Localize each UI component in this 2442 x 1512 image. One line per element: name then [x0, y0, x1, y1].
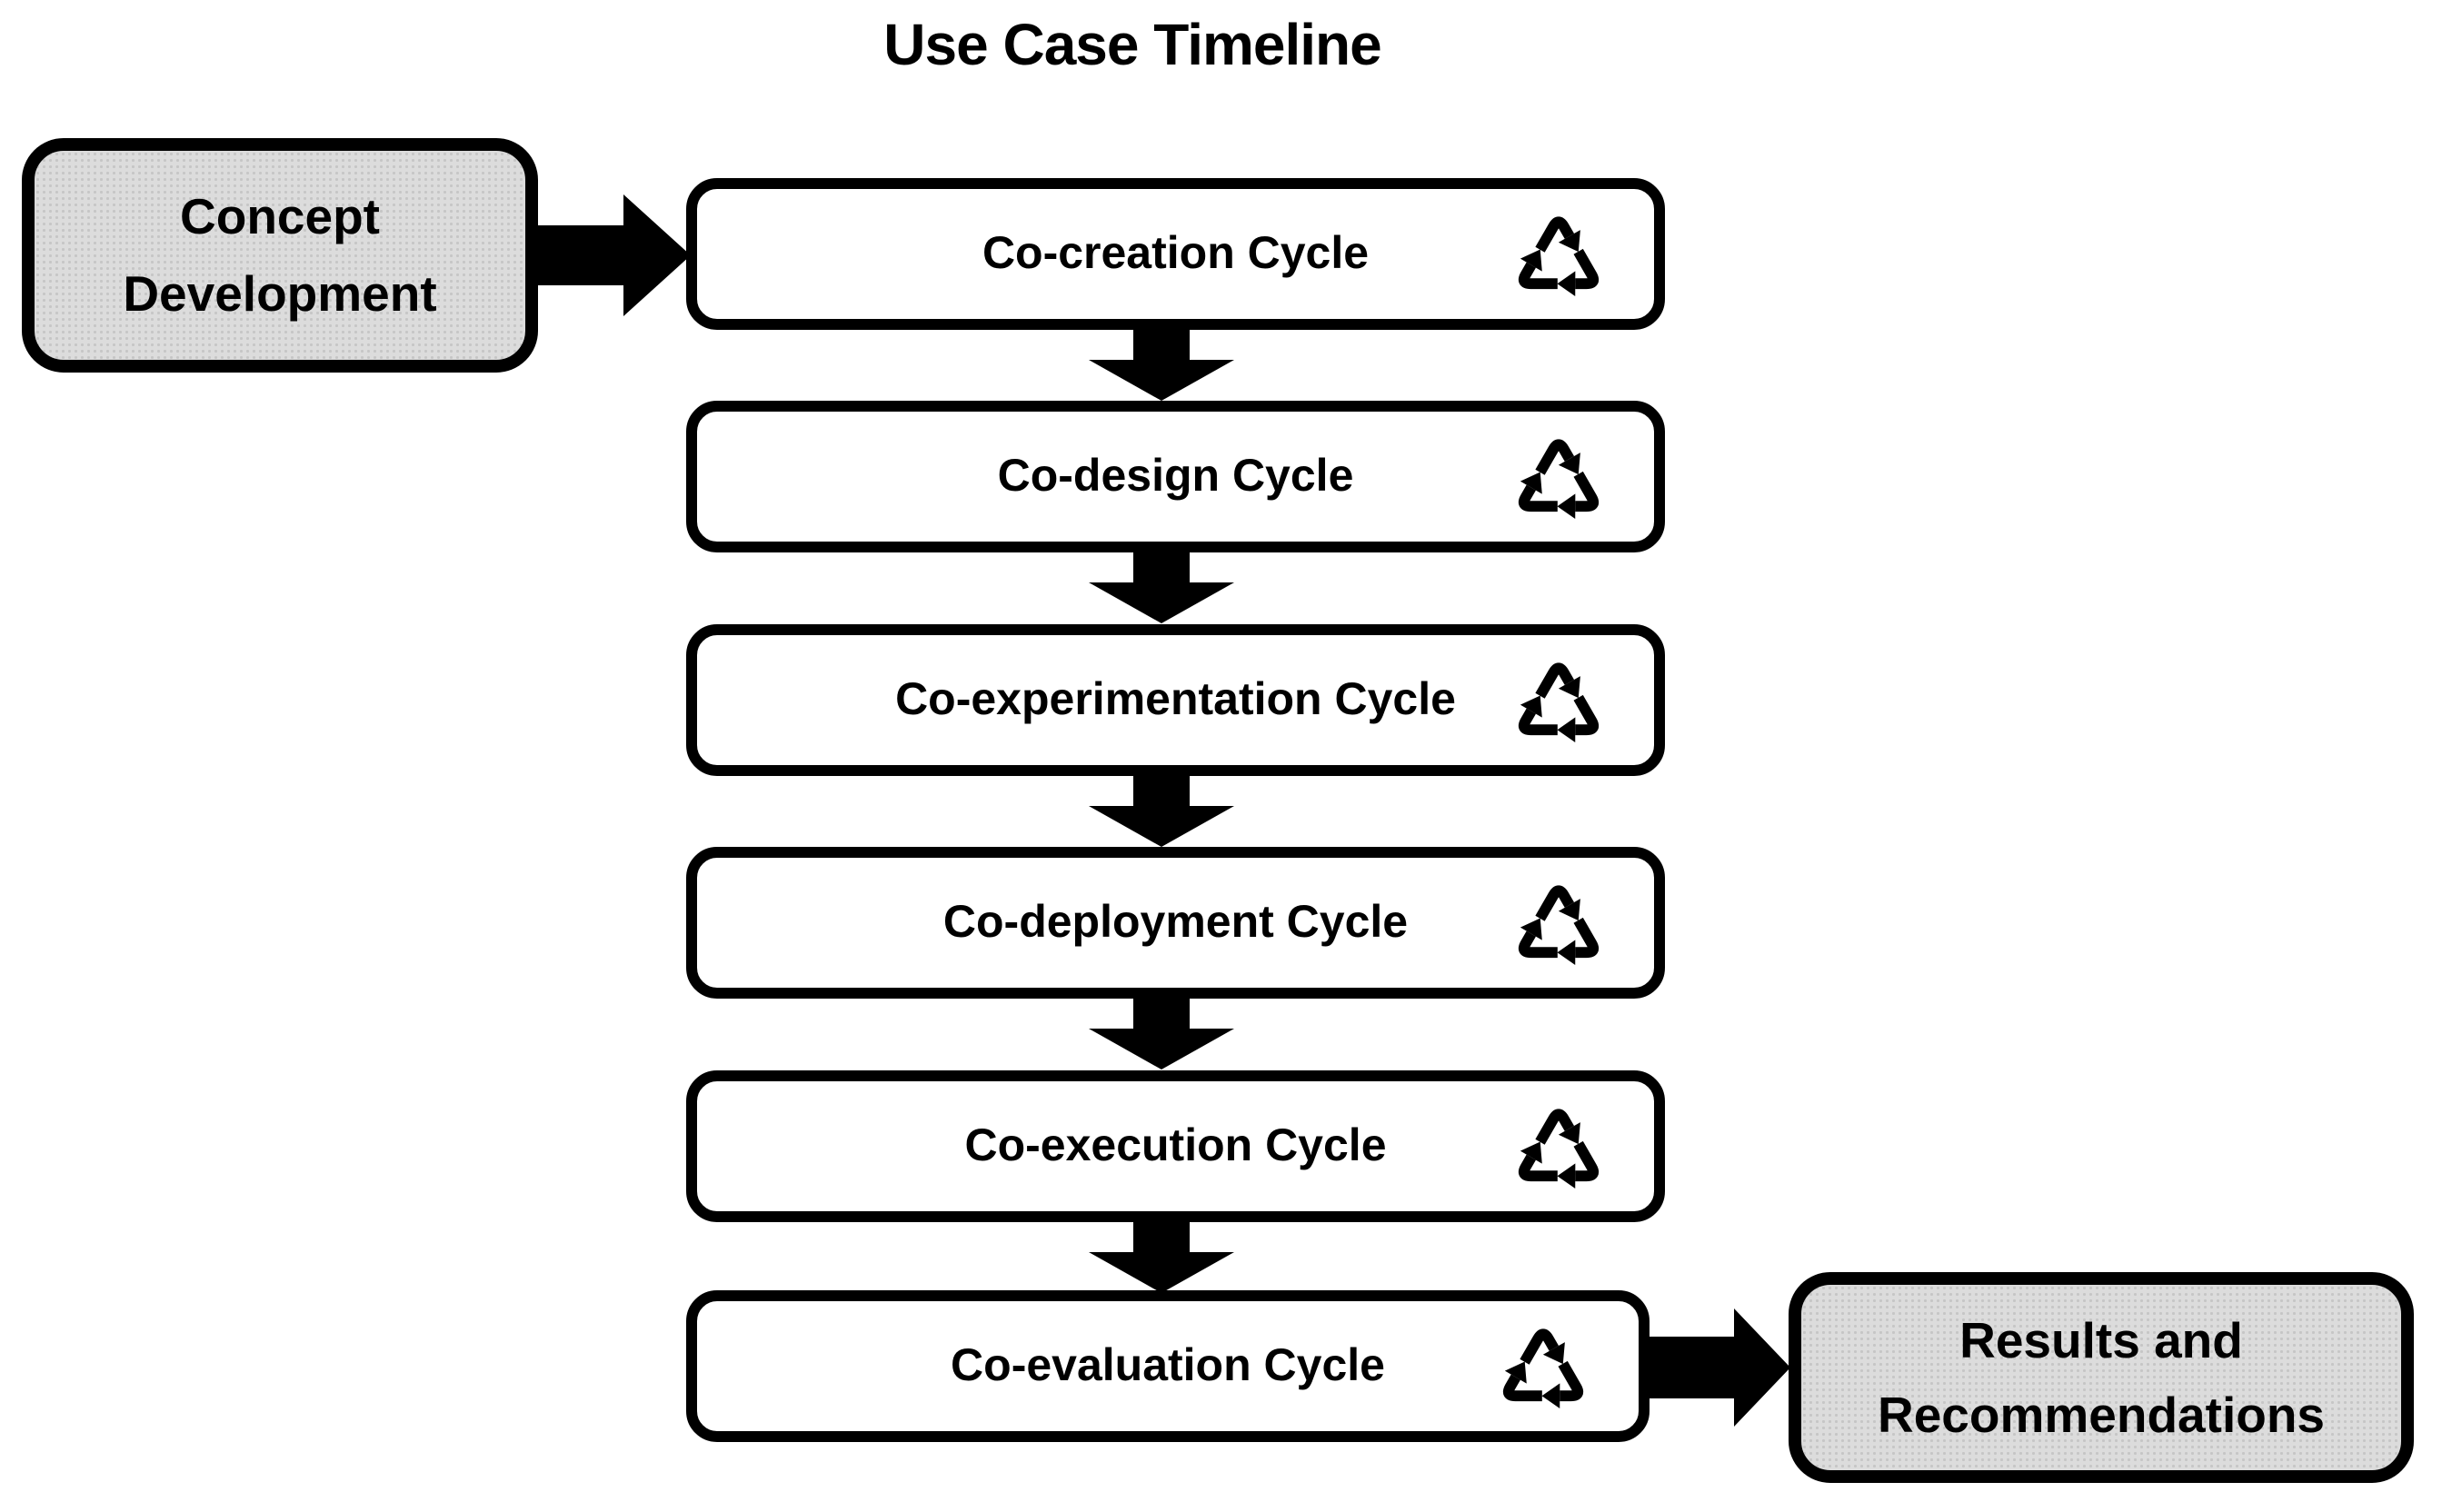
- co-evaluation-cycle-label: Co-evaluation Cycle: [951, 1338, 1385, 1390]
- arrow-down-5: [1089, 1222, 1234, 1293]
- arrow-head: [1089, 1252, 1234, 1293]
- arrow-stem: [1647, 1337, 1734, 1398]
- recycle-icon: [1490, 863, 1627, 983]
- arrow-stem: [1133, 999, 1190, 1029]
- co-experimentation-cycle-box: Co-experimentation Cycle: [686, 624, 1665, 776]
- co-deployment-cycle-label: Co-deployment Cycle: [942, 895, 1409, 947]
- arrow-stem: [1133, 330, 1190, 360]
- arrow-down-2: [1089, 552, 1234, 623]
- arrow-stem: [1133, 776, 1190, 806]
- co-experimentation-cycle-label: Co-experimentation Cycle: [895, 672, 1456, 724]
- recycle-icon: [1490, 194, 1627, 314]
- co-evaluation-cycle-box: Co-evaluation Cycle: [686, 1290, 1650, 1442]
- co-design-cycle-box: Co-design Cycle: [686, 401, 1665, 552]
- recycle-icon: [1475, 1307, 1611, 1427]
- arrow-head: [1089, 806, 1234, 847]
- co-creation-cycle-label: Co-creation Cycle: [982, 226, 1370, 278]
- co-execution-cycle-box: Co-execution Cycle: [686, 1070, 1665, 1222]
- co-execution-cycle-label: Co-execution Cycle: [964, 1119, 1387, 1170]
- arrow-head: [1089, 360, 1234, 401]
- arrow-head: [1089, 582, 1234, 623]
- arrow-down-4: [1089, 999, 1234, 1069]
- co-creation-cycle-box: Co-creation Cycle: [686, 178, 1665, 330]
- diagram-title: Use Case Timeline: [883, 12, 1381, 77]
- arrow-stem: [536, 225, 623, 285]
- co-deployment-cycle-box: Co-deployment Cycle: [686, 847, 1665, 999]
- results-recommendations-label: Results and Recommendations: [1877, 1311, 2326, 1444]
- results-recommendations-box: Results and Recommendations: [1789, 1272, 2414, 1483]
- recycle-icon: [1490, 641, 1627, 761]
- co-design-cycle-label: Co-design Cycle: [997, 449, 1354, 501]
- arrow-head: [623, 194, 691, 316]
- arrow-head: [1089, 1029, 1234, 1069]
- arrow-stem: [1133, 1222, 1190, 1252]
- concept-development-box: Concept Development: [22, 138, 538, 373]
- recycle-icon: [1490, 1087, 1627, 1207]
- arrow-stem: [1133, 552, 1190, 582]
- arrow-down-1: [1089, 330, 1234, 401]
- concept-development-label: Concept Development: [123, 187, 437, 322]
- arrow-down-3: [1089, 776, 1234, 847]
- arrow-head: [1734, 1308, 1790, 1427]
- recycle-icon: [1490, 417, 1627, 537]
